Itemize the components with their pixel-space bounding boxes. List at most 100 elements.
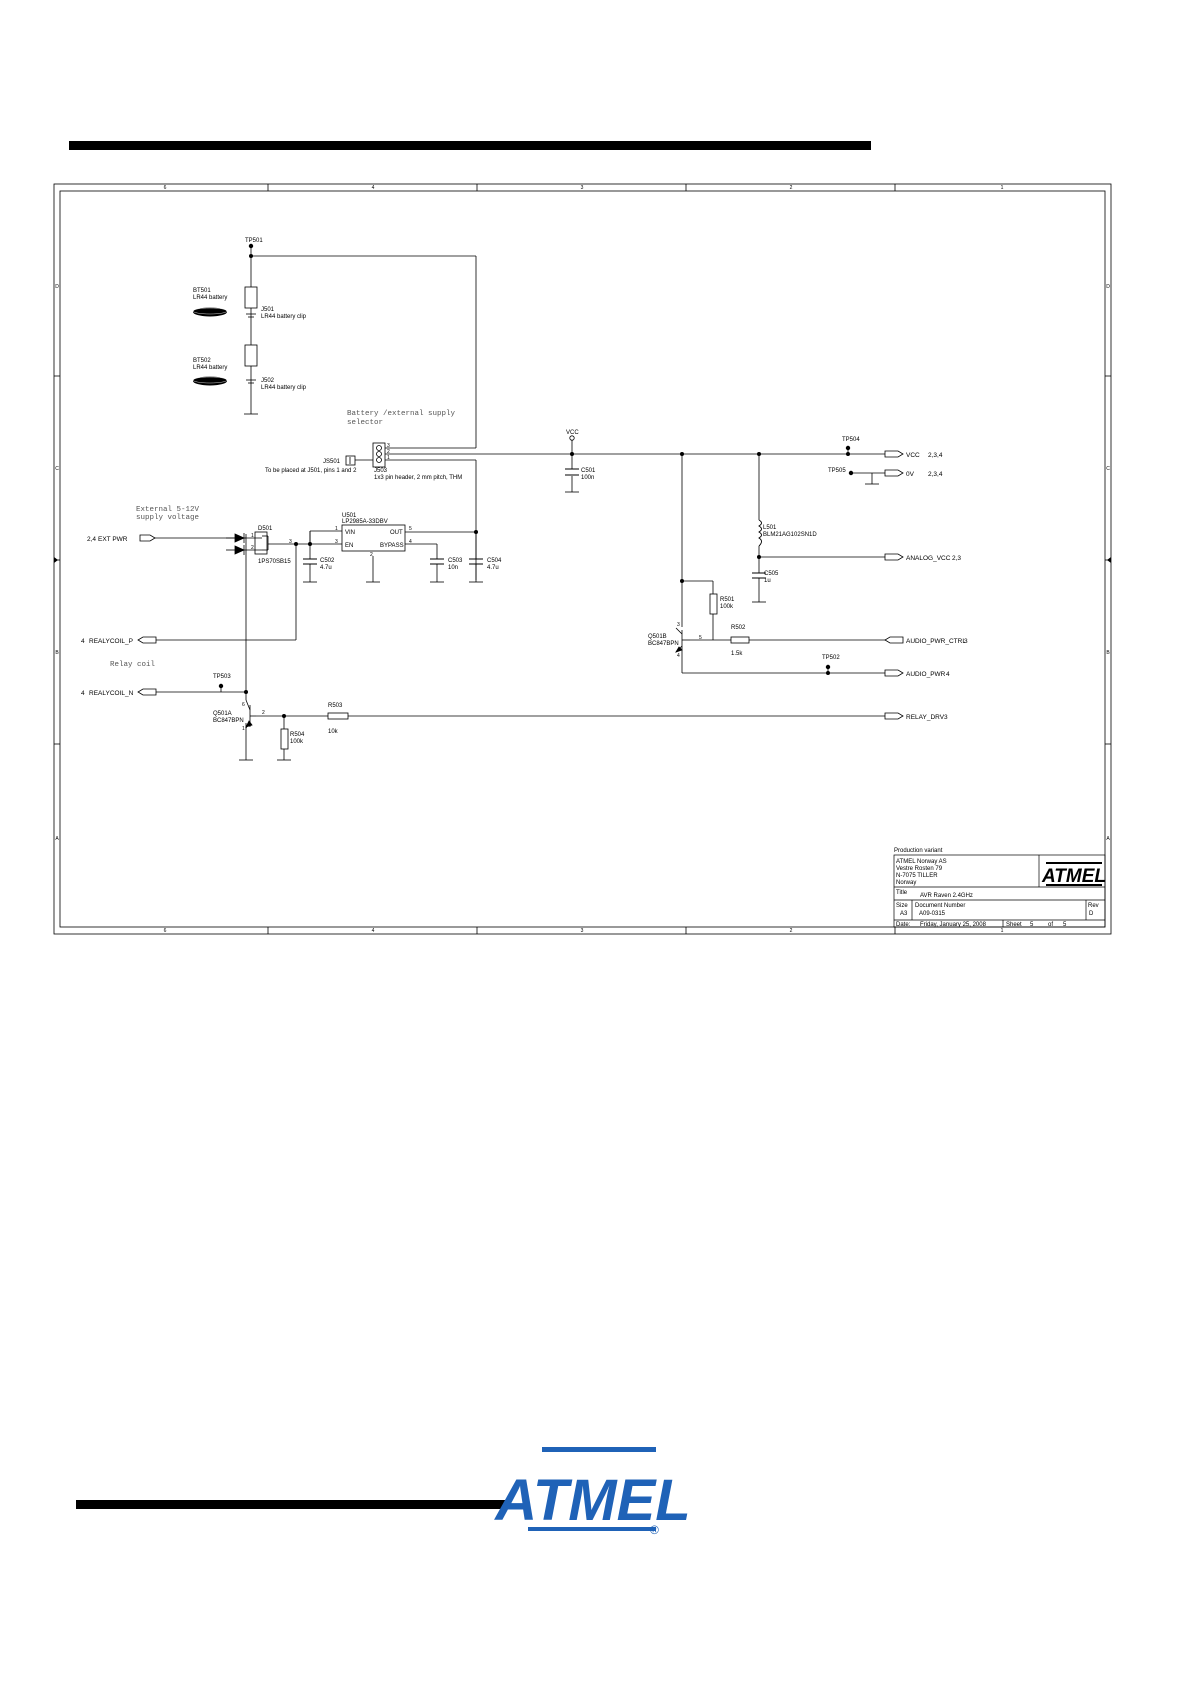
port-audio-pwr-ctrl-sheets: 3 <box>964 638 968 645</box>
r502-val: 1.5k <box>731 651 743 657</box>
grid-right-d: D <box>1106 284 1110 290</box>
port-audio-pwr-ctrl <box>884 636 904 644</box>
frame-labels: 6 4 3 2 1 6 4 3 2 1 D C B A D C B A <box>55 185 1110 934</box>
center-mark-right <box>1107 557 1111 563</box>
tb-size-label: Size <box>896 903 908 909</box>
j501-type: LR44 battery clip <box>261 314 307 320</box>
grid-left-c: C <box>55 466 59 472</box>
svg-text:3: 3 <box>335 539 338 545</box>
port-relay-drv-label: RELAY_DRV <box>906 714 945 721</box>
c505-ref: C505 <box>764 571 779 577</box>
tb-address2: N-7075 TILLER <box>896 873 938 879</box>
port-0v <box>884 469 904 477</box>
tp504-ref: TP504 <box>842 437 860 443</box>
tb-rev: D <box>1089 911 1094 917</box>
svg-text:2: 2 <box>251 545 254 551</box>
grid-bottom-2: 4 <box>372 928 375 934</box>
port-audio-pwr-ctrl-label: AUDIO_PWR_CTRL <box>906 638 966 645</box>
grid-top-4: 2 <box>790 185 793 191</box>
grid-top-5: 1 <box>1001 185 1004 191</box>
r501-ref: R501 <box>720 597 735 603</box>
svg-text:5: 5 <box>409 526 412 532</box>
grid-top-2: 4 <box>372 185 375 191</box>
svg-text:2: 2 <box>387 449 390 455</box>
note-external-supply-2: supply voltage <box>136 514 199 522</box>
svg-text:1: 1 <box>251 533 254 539</box>
footer-logo-registered: ® <box>650 1523 659 1537</box>
port-relaycoil-p <box>137 636 157 644</box>
grid-bottom-1: 6 <box>164 928 167 934</box>
grid-right-c: C <box>1106 466 1110 472</box>
bt501-type: LR44 battery <box>193 295 227 301</box>
port-audio-pwr-label: AUDIO_PWR <box>906 671 946 678</box>
j503-ref: J503 <box>374 468 388 474</box>
note-battery-selector-2: selector <box>347 419 383 427</box>
r501-val: 100k <box>720 604 734 610</box>
u501-pin-en: EN <box>345 543 353 549</box>
c502-ref: C502 <box>320 558 335 564</box>
port-analog-vcc <box>884 553 904 561</box>
transistor-q501a <box>245 699 256 729</box>
d501-ref: D501 <box>258 526 273 532</box>
capacitor-c501 <box>565 468 579 476</box>
u501-pin-vin: VIN <box>345 530 355 536</box>
grid-right-b: B <box>1106 650 1110 656</box>
q501b-type: BC847BPN <box>648 641 679 647</box>
port-vcc <box>884 450 904 458</box>
grid-bottom-3: 3 <box>581 928 584 934</box>
tp501-ref: TP501 <box>245 238 263 244</box>
grid-bottom-5: 1 <box>1001 928 1004 934</box>
c502-val: 4.7u <box>320 565 332 571</box>
u501-pin-bypass: BYPASS <box>380 543 404 549</box>
tb-of: 5 <box>1063 922 1067 928</box>
footer-logo: ATMEL ® <box>493 1447 691 1537</box>
tb-date: Friday, January 25, 2008 <box>920 922 987 928</box>
svg-text:6: 6 <box>242 702 245 708</box>
svg-text:2: 2 <box>262 710 265 716</box>
port-0v-label: 0V <box>906 471 915 478</box>
port-analog-vcc-label: ANALOG_VCC <box>906 555 951 562</box>
port-ext-pwr-label: EXT PWR <box>98 536 128 543</box>
port-relay-drv-sheets: 3 <box>944 714 948 721</box>
js501-ref: JS501 <box>323 459 341 465</box>
u501-type: LP2985A-33DBV <box>342 519 388 525</box>
header-bar-small <box>69 141 81 150</box>
tb-title: AVR Raven 2.4GHz <box>920 893 973 899</box>
junctions <box>218 243 854 718</box>
tp503-ref: TP503 <box>213 674 231 680</box>
svg-text:1: 1 <box>242 726 245 732</box>
bt501-ref: BT501 <box>193 288 211 294</box>
port-analog-vcc-sheets: 2,3 <box>952 555 961 562</box>
tb-country: Norway <box>896 880 916 886</box>
note-battery-selector-1: Battery /external supply <box>347 410 456 418</box>
port-audio-pwr <box>884 669 904 677</box>
tb-company: ATMEL Norway AS <box>896 859 947 865</box>
svg-text:1: 1 <box>335 526 338 532</box>
bt502-ref: BT502 <box>193 358 211 364</box>
j502-ref: J502 <box>261 378 275 384</box>
tb-docnum-label: Document Number <box>915 903 965 909</box>
c505-val: 1u <box>764 578 771 584</box>
grid-bottom-4: 2 <box>790 928 793 934</box>
battery-bt502: BT502 LR44 battery <box>192 358 227 386</box>
header-bar <box>81 141 871 150</box>
center-mark-left <box>54 557 58 563</box>
c504-val: 4.7u <box>487 565 499 571</box>
svg-text:3: 3 <box>677 622 680 628</box>
capacitor-c505 <box>752 572 766 579</box>
port-ext-pwr-sheets: 2,4 <box>87 536 96 543</box>
battery-bt501: BT501 LR44 battery <box>192 288 227 317</box>
tp505-ref: TP505 <box>828 468 846 474</box>
tb-sheet: 5 <box>1030 922 1034 928</box>
tb-address1: Vestre Rosten 79 <box>896 866 943 872</box>
tb-variant: Production variant <box>894 848 943 854</box>
title-block <box>893 854 1106 928</box>
battery-clip-j502 <box>244 344 258 384</box>
inductor-l501 <box>758 519 762 547</box>
port-relaycoil-p-sheets: 4 <box>81 638 85 645</box>
c504-ref: C504 <box>487 558 502 564</box>
q501a-type: BC847BPN <box>213 718 244 724</box>
svg-text:1: 1 <box>387 455 390 461</box>
footer-bar <box>76 1500 510 1509</box>
